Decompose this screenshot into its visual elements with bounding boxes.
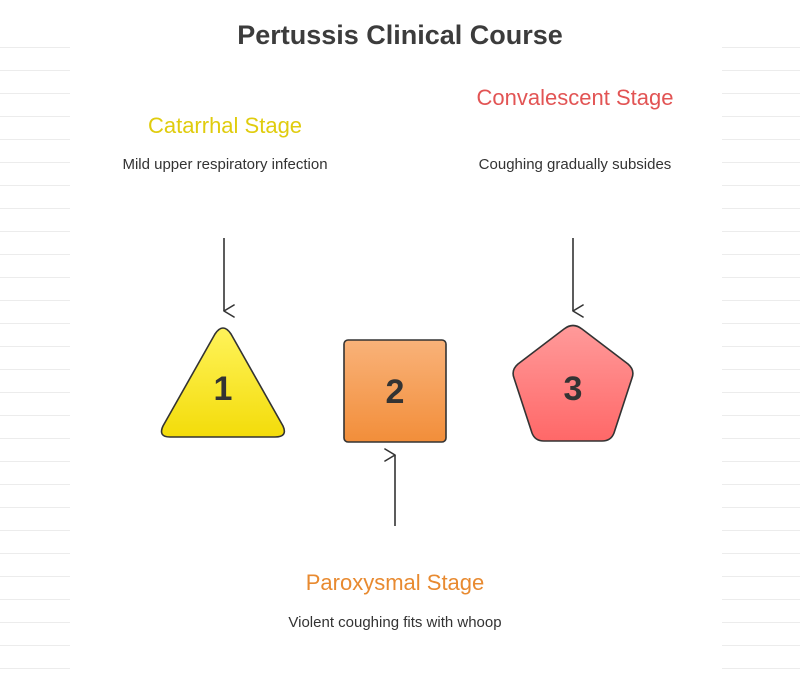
catarrhal-stage-title: Catarrhal Stage [147,113,303,138]
paroxysmal-stage-title: Paroxysmal Stage [305,570,485,595]
square-icon [343,339,447,443]
convalescent-stage-title: Convalescent Stage [476,85,674,110]
stage-number-3: 3 [564,370,583,408]
catarrhal-stage-description: Mild upper respiratory infection [122,156,328,173]
stage-number-2: 2 [386,373,405,411]
paroxysmal-stage-description: Violent coughing fits with whoop [288,614,502,631]
triangle-icon [160,327,286,438]
convalescent-stage-description: Coughing gradually subsides [478,156,672,173]
pentagon-icon [512,324,634,442]
page-title: Pertussis Clinical Course [237,20,563,50]
stage-number-1: 1 [214,370,233,408]
